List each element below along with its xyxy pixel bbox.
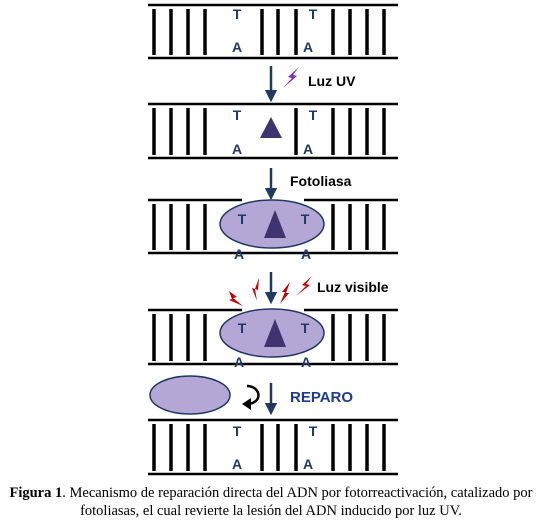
repair-label: REPARO (290, 389, 353, 406)
base-t-right: T (309, 107, 318, 123)
thymine-dimer-triangle (264, 210, 286, 238)
base-t-left: T (233, 107, 242, 123)
dna-panel-repaired: T T A A (148, 418, 398, 476)
lightning-bolt-icon (252, 278, 259, 301)
base-t-left: T (233, 423, 242, 439)
caption-label: Figura 1 (9, 485, 63, 501)
base-t-right: T (309, 6, 318, 22)
caption-text: . Mecanismo de reparación directa del AD… (62, 485, 533, 519)
base-a-left: A (232, 456, 242, 472)
base-t-right: T (301, 211, 310, 227)
base-a-left: A (234, 246, 244, 262)
base-pair-rungs (152, 204, 386, 250)
released-photolyase (149, 375, 231, 415)
base-a-right: A (301, 246, 311, 262)
visible-label: Luz visible (317, 279, 389, 295)
base-a-right: A (303, 456, 313, 472)
base-pair-rungs (152, 108, 386, 155)
dna-panel-dimer: T T A A (148, 102, 398, 160)
lightning-bolt-icon (229, 291, 243, 306)
base-a-right: A (301, 354, 311, 370)
lightning-bolt-icon (296, 276, 312, 296)
base-a-left: A (232, 39, 242, 55)
step-repair: REPARO (149, 375, 353, 416)
base-a-left: A (234, 354, 244, 370)
base-a-left: A (232, 141, 242, 157)
thymine-dimer-triangle (260, 117, 282, 138)
base-pair-rungs (152, 314, 386, 361)
base-t-right: T (301, 320, 310, 336)
base-a-right: A (303, 141, 313, 157)
base-t-left: T (238, 211, 247, 227)
thymine-dimer-triangle (264, 319, 286, 347)
lightning-bolt-icon (283, 67, 299, 88)
uv-label: Luz UV (308, 73, 356, 89)
curved-arrow-head (242, 398, 251, 410)
enzyme-label: Fotoliasa (290, 173, 352, 189)
step-photolyase: Fotoliasa (264, 168, 352, 201)
step-visible-light: Luz visible (229, 272, 389, 306)
base-a-right: A (303, 39, 313, 55)
lightning-bolt-icon (280, 282, 290, 304)
dna-panel-enzyme-bound: T T A A (148, 198, 398, 262)
figure-caption: Figura 1. Mecanismo de reparación direct… (0, 484, 542, 520)
base-t-right: T (309, 423, 318, 439)
base-pair-rungs (152, 9, 386, 55)
base-t-left: T (233, 6, 242, 22)
step-uv-light: Luz UV (264, 66, 356, 103)
dna-panel-intact: T T A A (148, 3, 398, 60)
dna-panel-light-activated: T T A A (148, 308, 398, 370)
base-pair-rungs (152, 424, 386, 471)
curved-arrow-icon (246, 384, 260, 406)
base-t-left: T (238, 320, 247, 336)
